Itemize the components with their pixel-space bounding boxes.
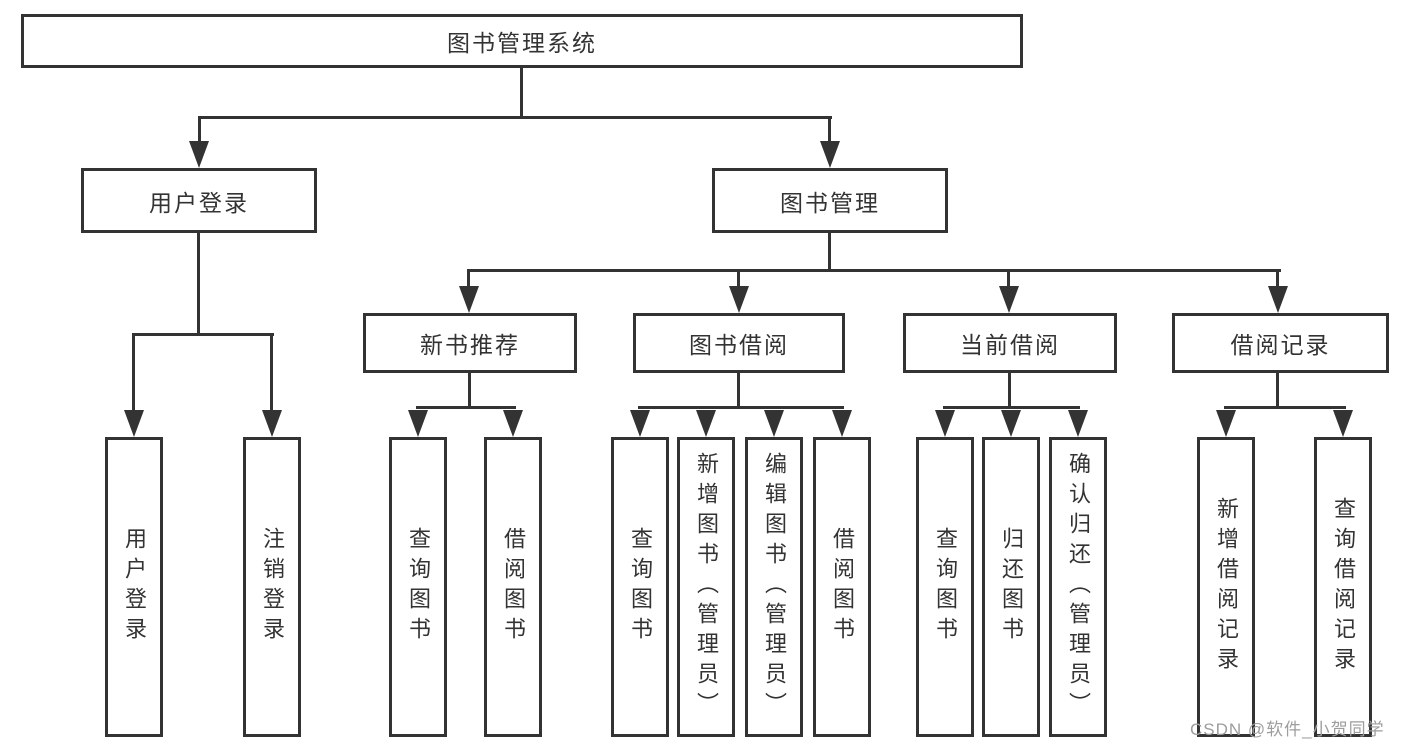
arrow-down-icon: [630, 410, 650, 437]
node-book-management: 图书管理: [712, 168, 948, 233]
leaf-edit-books-admin: 编辑图书（管理员）: [745, 437, 803, 737]
arrow-down-icon: [1333, 410, 1353, 437]
arrow-down-icon: [832, 410, 852, 437]
csdn-watermark: CSDN @软件_小贺同学: [1190, 720, 1385, 739]
node-user-login: 用户登录: [81, 168, 317, 233]
leaf-query-books-current: 查询图书: [916, 437, 974, 737]
arrow-down-icon: [1216, 410, 1236, 437]
connector-line: [828, 116, 831, 143]
arrow-down-icon: [764, 410, 784, 437]
arrow-down-icon: [820, 141, 840, 168]
node-book-borrowing: 图书借阅: [633, 313, 845, 373]
connector-line: [737, 373, 740, 408]
leaf-borrow-books: 借阅图书: [813, 437, 871, 737]
connector-line: [638, 406, 844, 409]
leaf-return-books: 归还图书: [982, 437, 1040, 737]
connector-line: [1007, 269, 1010, 288]
connector-line: [132, 333, 274, 336]
connector-line: [468, 373, 471, 408]
leaf-add-borrow-record: 新增借阅记录: [1197, 437, 1255, 737]
connector-line: [1276, 373, 1279, 408]
connector-line: [197, 233, 200, 335]
leaf-query-books-recommend: 查询图书: [389, 437, 447, 737]
leaf-query-books-borrow: 查询图书: [611, 437, 669, 737]
leaf-confirm-return-admin: 确认归还（管理员）: [1049, 437, 1107, 737]
arrow-down-icon: [1001, 410, 1021, 437]
node-borrowing-records: 借阅记录: [1172, 313, 1389, 373]
connector-line: [198, 116, 832, 119]
arrow-down-icon: [503, 410, 523, 437]
connector-line: [828, 233, 831, 271]
arrow-down-icon: [1268, 286, 1288, 313]
connector-line: [520, 68, 523, 117]
connector-line: [467, 269, 470, 288]
connector-line: [1224, 406, 1346, 409]
node-current-borrowing: 当前借阅: [903, 313, 1117, 373]
arrow-down-icon: [729, 286, 749, 313]
arrow-down-icon: [935, 410, 955, 437]
leaf-add-books-admin: 新增图书（管理员）: [677, 437, 735, 737]
arrow-down-icon: [459, 286, 479, 313]
connector-line: [467, 269, 1281, 272]
connector-line: [416, 406, 516, 409]
connector-line: [737, 269, 740, 288]
arrow-down-icon: [408, 410, 428, 437]
leaf-borrow-books-recommend: 借阅图书: [484, 437, 542, 737]
connector-line: [943, 406, 1080, 409]
arrow-down-icon: [696, 410, 716, 437]
connector-line: [198, 116, 201, 143]
arrow-down-icon: [189, 141, 209, 168]
leaf-user-login: 用户登录: [105, 437, 163, 737]
arrow-down-icon: [262, 410, 282, 437]
leaf-logout: 注销登录: [243, 437, 301, 737]
node-new-book-recommend: 新书推荐: [363, 313, 577, 373]
connector-line: [1276, 269, 1279, 288]
arrow-down-icon: [124, 410, 144, 437]
leaf-query-borrow-record: 查询借阅记录: [1314, 437, 1372, 737]
connector-line: [1008, 373, 1011, 408]
connector-line: [270, 333, 273, 412]
arrow-down-icon: [1068, 410, 1088, 437]
connector-line: [132, 333, 135, 412]
arrow-down-icon: [999, 286, 1019, 313]
node-root-library-system: 图书管理系统: [21, 14, 1023, 68]
